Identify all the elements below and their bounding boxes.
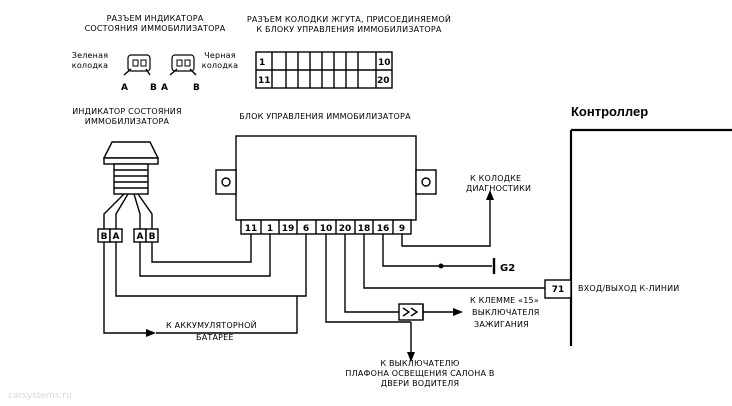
- door-switch-label-2: ПЛАФОНА ОСВЕЩЕНИЯ САЛОНА В: [345, 369, 494, 378]
- black-pin-a: A: [161, 83, 168, 93]
- indicator-label-1: ИНДИКАТОР СОСТОЯНИЯ: [72, 107, 182, 116]
- black-connector-label-1: Черная: [204, 51, 236, 60]
- indicator-label-2: ИММОБИЛИЗАТОРА: [85, 117, 170, 126]
- unit-pin-10: 10: [320, 224, 333, 234]
- control-unit-box: [215, 135, 437, 221]
- controller-pin-71: 71: [552, 285, 565, 295]
- indicator-connector-label-2: СОСТОЯНИЯ ИММОБИЛИЗАТОРА: [85, 24, 226, 33]
- controller-title: Контроллер: [571, 104, 648, 119]
- diagnostics-label-1: К КОЛОДКЕ: [470, 174, 521, 183]
- control-unit-label: БЛОК УПРАВЛЕНИЯ ИММОБИЛИЗАТОРА: [239, 112, 411, 121]
- indicator-connector-label-1: РАЗЪЕМ ИНДИКАТОРА: [107, 14, 204, 23]
- ground-g2-label: G2: [500, 263, 515, 274]
- unit-pin-16: 16: [377, 224, 390, 234]
- diagnostics-label-2: ДИАГНОСТИКИ: [466, 184, 531, 193]
- unit-pin-18: 18: [358, 224, 371, 234]
- ignition-label-3: ЗАЖИГАНИЯ: [474, 320, 529, 329]
- ignition-label-2: ВЫКЛЮЧАТЕЛЯ: [472, 308, 540, 317]
- green-connector-label-2: колодка: [72, 61, 108, 70]
- indicator-pin-b1: B: [101, 232, 108, 242]
- door-switch-label-3: ДВЕРИ ВОДИТЕЛЯ: [381, 379, 459, 388]
- harness-pin-20: 20: [377, 76, 390, 86]
- green-connector-icon: [123, 54, 151, 76]
- unit-pin-1: 1: [267, 224, 273, 234]
- unit-pin-6: 6: [303, 224, 309, 234]
- indicator-pin-a1: A: [113, 232, 120, 242]
- indicator-pin-b2: B: [149, 232, 156, 242]
- watermark: carsystems.ru: [8, 391, 72, 401]
- unit-pin-9: 9: [399, 224, 405, 234]
- harness-connector-label-2: К БЛОКУ УПРАВЛЕНИЯ ИММОБИЛИЗАТОРА: [256, 25, 442, 34]
- controller-pin-box: [544, 279, 572, 299]
- harness-connector-icon: [255, 51, 393, 89]
- harness-connector-label-1: РАЗЪЕМ КОЛОДКИ ЖГУТА, ПРИСОЕДИНЯЕМОЙ: [247, 13, 451, 24]
- black-connector-icon: [169, 54, 197, 76]
- wires: [103, 190, 545, 362]
- unit-pin-20: 20: [339, 224, 352, 234]
- green-pin-a: A: [121, 83, 128, 93]
- black-connector-label-2: колодка: [202, 61, 238, 70]
- ignition-label-1: К КЛЕММЕ «15»: [470, 296, 539, 305]
- door-switch-label-1: К ВЫКЛЮЧАТЕЛЮ: [380, 359, 459, 368]
- harness-pin-11: 11: [258, 76, 271, 86]
- unit-pin-11: 11: [245, 224, 258, 234]
- green-pin-b: B: [150, 83, 157, 93]
- indicator-lamp-icon: [102, 141, 160, 229]
- battery-label-2: БАТАРЕЕ: [196, 333, 234, 342]
- indicator-pin-a2: A: [137, 232, 144, 242]
- unit-pin-19: 19: [282, 224, 295, 234]
- harness-pin-10: 10: [378, 58, 391, 68]
- kline-label: ВХОД/ВЫХОД К-ЛИНИИ: [578, 284, 679, 293]
- green-connector-label-1: Зеленая: [72, 51, 108, 60]
- black-pin-b: B: [193, 83, 200, 93]
- diode-icon: [398, 303, 424, 321]
- harness-pin-1: 1: [259, 58, 265, 68]
- battery-label-1: К АККУМУЛЯТОРНОЙ: [166, 319, 257, 330]
